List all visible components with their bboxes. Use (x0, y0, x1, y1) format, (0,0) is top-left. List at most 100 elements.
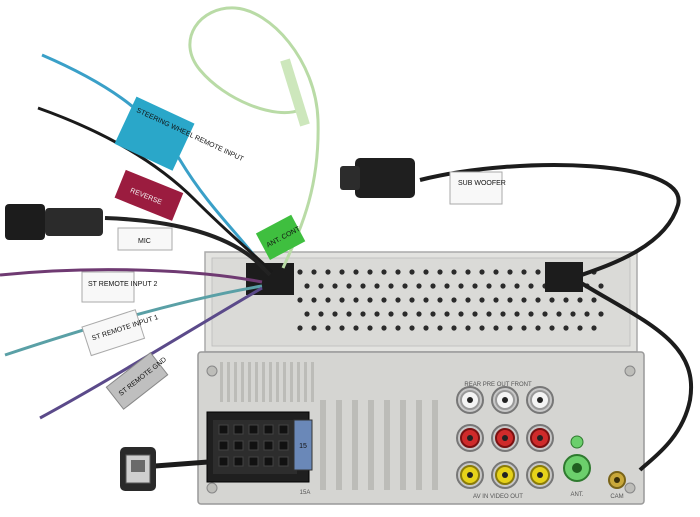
vent-hole (507, 325, 513, 331)
vent-hole (339, 269, 345, 275)
vent-hole (521, 325, 527, 331)
pin (248, 456, 259, 467)
rib (262, 362, 265, 402)
vent-hole (479, 269, 485, 275)
pin (278, 424, 289, 435)
vent-hole (395, 269, 401, 275)
vent-hole (346, 311, 352, 317)
vent-hole (325, 269, 331, 275)
vent-hole (311, 297, 317, 303)
rib (311, 362, 314, 402)
vent-hole (556, 311, 562, 317)
mic-plug: MIC (5, 204, 173, 251)
vent-hole (451, 297, 457, 303)
antenna-port[interactable]: ANT. (563, 435, 591, 498)
usb-cable (120, 447, 209, 491)
vent-hole (535, 297, 541, 303)
rib (241, 362, 244, 402)
screw (206, 365, 218, 377)
rib (283, 362, 286, 402)
vent-hole (332, 283, 338, 289)
rib (368, 400, 374, 490)
vent-hole (416, 311, 422, 317)
vent-hole (311, 325, 317, 331)
rib (220, 362, 223, 402)
rib (352, 400, 358, 490)
rca-jack[interactable] (526, 461, 554, 489)
fuse-unit-label: 15A (300, 490, 311, 496)
st-remote-input-2-tag: ST REMOTE INPUT 2 (81, 271, 157, 303)
rca-jack[interactable] (456, 424, 484, 452)
vent-hole (402, 311, 408, 317)
rca-jack[interactable] (456, 461, 484, 489)
reverse-tag: REVERSE (114, 169, 184, 221)
vent-hole (318, 283, 324, 289)
camera-port[interactable]: CAM (608, 471, 626, 500)
rib (297, 362, 300, 402)
rca-jack[interactable] (526, 386, 554, 414)
pin (263, 456, 274, 467)
st-remote-2-label: ST REMOTE INPUT 2 (88, 281, 157, 288)
pin (233, 440, 244, 451)
vent-hole (472, 311, 478, 317)
iso-wiring-connector[interactable]: 15 15A (206, 411, 313, 496)
ant-cont-tag: ANT. CONT (255, 214, 306, 260)
vent-hole (423, 297, 429, 303)
vent-hole (409, 297, 415, 303)
vent-hole (535, 325, 541, 331)
vent-hole (458, 283, 464, 289)
vent-hole (423, 325, 429, 331)
rca-jack[interactable] (491, 424, 519, 452)
connector-pins (218, 424, 289, 467)
rib (234, 362, 237, 402)
vent-hole (388, 311, 394, 317)
vent-hole (577, 297, 583, 303)
vent-hole (486, 311, 492, 317)
rib (248, 362, 251, 402)
vent-hole (535, 269, 541, 275)
vent-hole (437, 297, 443, 303)
vent-hole (367, 297, 373, 303)
vent-hole (500, 283, 506, 289)
vent-hole (591, 325, 597, 331)
vent-hole (339, 325, 345, 331)
vent-hole (563, 297, 569, 303)
rca-jack[interactable] (526, 424, 554, 452)
rca-jack[interactable] (491, 461, 519, 489)
pin (218, 456, 229, 467)
pin (278, 456, 289, 467)
rca-jack[interactable] (491, 386, 519, 414)
vent-hole (493, 325, 499, 331)
vent-hole (598, 311, 604, 317)
pin (248, 424, 259, 435)
vent-hole (500, 311, 506, 317)
cam-port-label: CAM (610, 494, 623, 500)
pin (263, 440, 274, 451)
pin (233, 456, 244, 467)
vent-hole (297, 325, 303, 331)
vent-hole (444, 311, 450, 317)
fuse-rating: 15 (299, 443, 307, 450)
vent-hole (465, 325, 471, 331)
vent-hole (451, 269, 457, 275)
rib (304, 362, 307, 402)
rca-top-label: REAR PRE OUT FRONT (464, 382, 532, 388)
rib (336, 400, 342, 490)
rib (290, 362, 293, 402)
rib (432, 400, 438, 490)
pin (248, 440, 259, 451)
vent-hole (458, 311, 464, 317)
rib (255, 362, 258, 402)
sub-woofer-label: SUB WOOFER (458, 180, 506, 187)
rca-jack[interactable] (456, 386, 484, 414)
vent-hole (297, 269, 303, 275)
mic-label: MIC (138, 238, 151, 245)
vent-hole (416, 283, 422, 289)
rib (227, 362, 230, 402)
vent-hole (409, 325, 415, 331)
vent-hole (346, 283, 352, 289)
vent-hole (451, 325, 457, 331)
vent-hole (570, 311, 576, 317)
fuse (293, 419, 313, 471)
